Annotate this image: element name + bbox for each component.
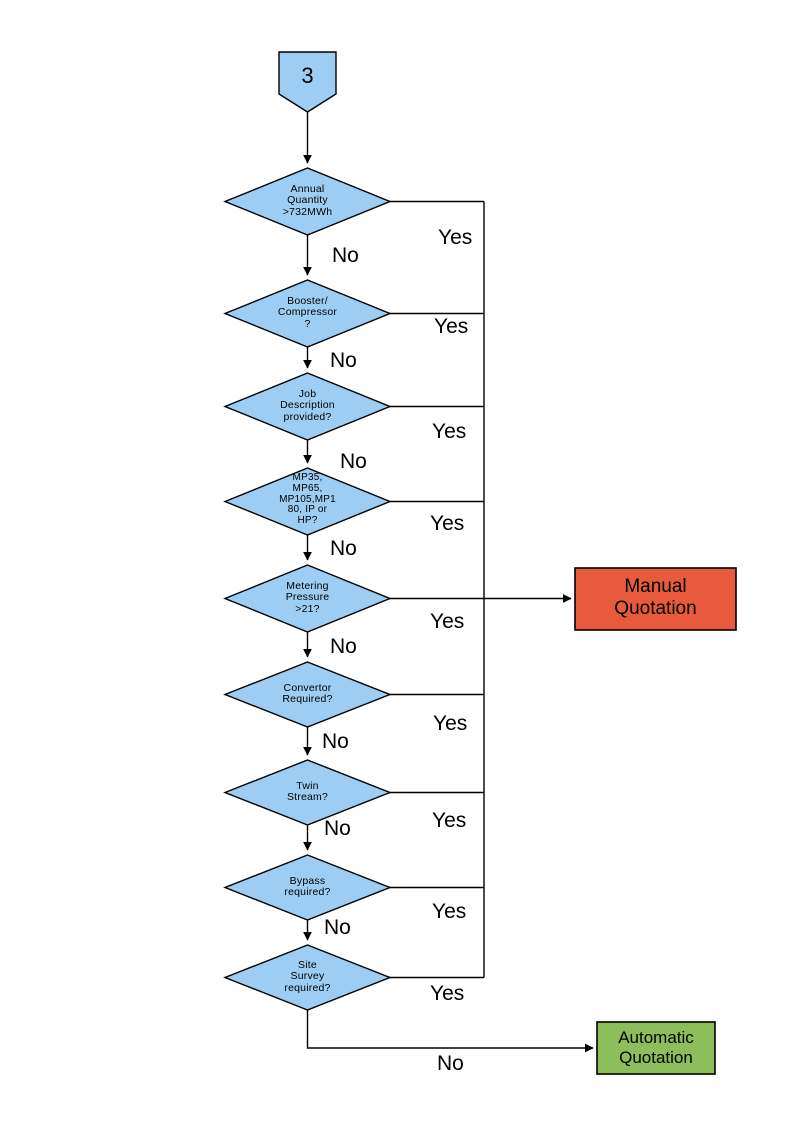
decision-metering-pressure[interactable] bbox=[225, 565, 390, 632]
decision-annual-quantity[interactable] bbox=[225, 168, 390, 235]
decision-site-survey[interactable] bbox=[225, 945, 390, 1010]
terminal-manual-quotation[interactable] bbox=[575, 568, 736, 630]
off-page-connector-shape[interactable] bbox=[278, 51, 337, 113]
off-page-connector[interactable] bbox=[279, 52, 336, 112]
decision-meter-type[interactable] bbox=[225, 468, 390, 535]
terminal-automatic-quotation-shape[interactable] bbox=[596, 1021, 716, 1075]
edge-no-site-survey-to-automatic bbox=[306, 1010, 594, 1053]
decision-job-description[interactable] bbox=[225, 373, 390, 440]
terminal-automatic-quotation[interactable] bbox=[597, 1022, 715, 1074]
decision-convertor-required[interactable] bbox=[225, 662, 390, 727]
terminal-manual-quotation-shape[interactable] bbox=[574, 567, 737, 631]
decision-booster-compressor[interactable] bbox=[225, 280, 390, 347]
decision-twin-stream[interactable] bbox=[225, 760, 390, 825]
decision-bypass-required[interactable] bbox=[225, 855, 390, 920]
